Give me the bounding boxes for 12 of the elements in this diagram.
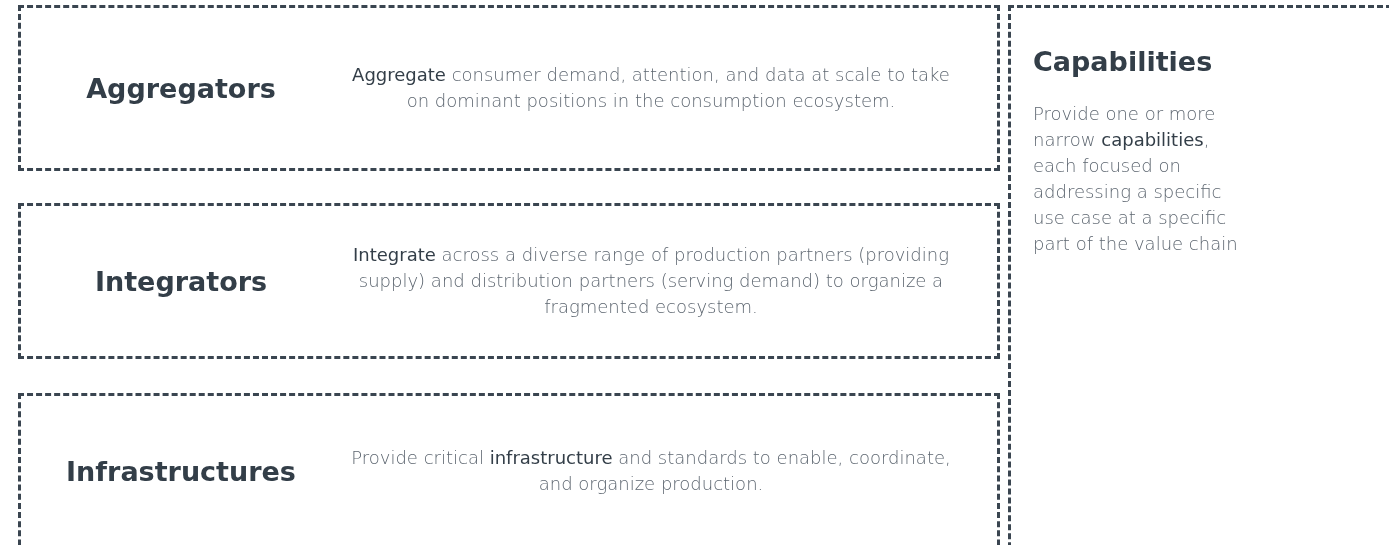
dashed-panel <box>1008 5 1389 545</box>
panel-description: Provide one or more narrow capabilities, each focused on addressing a specific use case at a specific part of the value chain <box>1033 102 1239 257</box>
dashed-panel <box>18 5 1000 171</box>
panel-heading: Infrastructures <box>65 455 297 487</box>
panel-heading: Aggregators <box>85 72 277 104</box>
panel-heading: Capabilities <box>1033 46 1214 77</box>
panel-description: Integrate across a diverse range of production partners (providing supply) and distribution partners (serving demand) to organize a fragmented ecosystem. <box>352 242 950 320</box>
panel-description: Aggregate consumer demand, attention, and data at scale to take on dominant positions in the consumption ecosystem. <box>351 62 951 113</box>
panel-heading: Integrators <box>93 265 269 297</box>
dashed-panel <box>18 393 1000 545</box>
dashed-panel <box>18 203 1000 359</box>
panel-description: Provide critical infrastructure and standards to enable, coordinate, and organize production. <box>350 445 952 496</box>
